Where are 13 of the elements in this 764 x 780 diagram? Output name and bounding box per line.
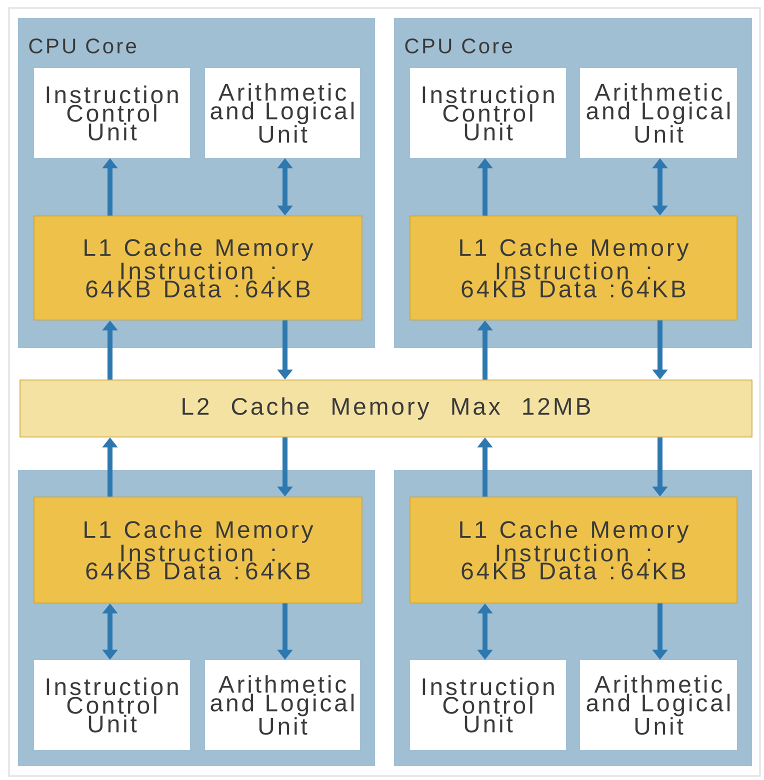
l1-cache-box: L1 Cache Memory Instruction : 64KB Data : 64KB xyxy=(34,216,362,320)
unit-box: Instruction Control Unit xyxy=(410,68,566,158)
unit-box: Instruction Control Unit xyxy=(410,660,566,750)
unit-box: Arithmetic and Logical Unit xyxy=(580,660,737,750)
unit-box: Arithmetic and Logical Unit xyxy=(205,68,360,158)
l2-cache-bar: L2 Cache Memory Max 12MB xyxy=(20,380,752,438)
l1-cache-box: L1 Cache Memory Instruction : 64KB Data : 64KB xyxy=(34,496,362,604)
l1-cache-box: L1 Cache Memory Instruction : 64KB Data : 64KB xyxy=(410,216,738,320)
unit-box: Instruction Control Unit xyxy=(34,660,190,750)
unit-box: Arithmetic and Logical Unit xyxy=(580,68,737,158)
unit-box: Arithmetic and Logical Unit xyxy=(205,660,360,750)
unit-box: Instruction Control Unit xyxy=(34,68,190,158)
l1-cache-box: L1 Cache Memory Instruction : 64KB Data : 64KB xyxy=(410,496,738,604)
